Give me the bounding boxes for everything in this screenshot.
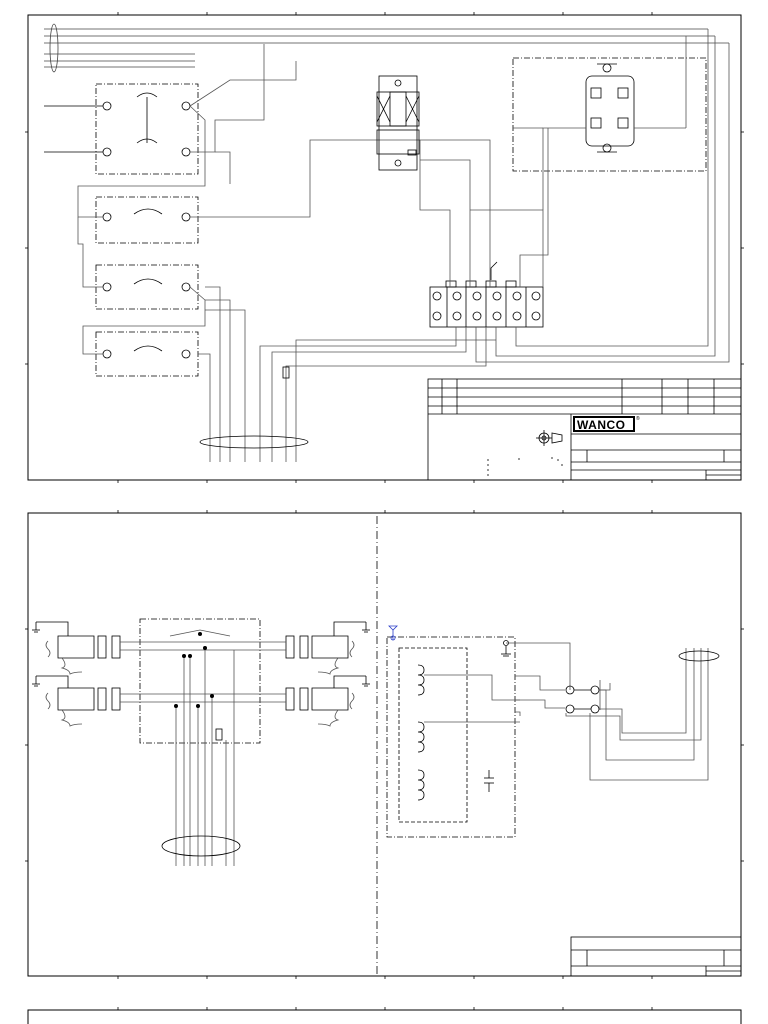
ground-icon	[32, 622, 40, 687]
switch-2	[95, 264, 199, 310]
junction-connectors-left	[36, 621, 121, 727]
contactor	[565, 685, 600, 714]
terminal-block	[429, 261, 544, 328]
title-block-dot-marks	[487, 457, 563, 476]
main-disconnect-switch	[44, 83, 199, 175]
switch-3	[95, 331, 199, 377]
transformer-wiring	[424, 642, 611, 723]
output-wiring	[565, 648, 709, 781]
switch-interconnect-wiring	[77, 44, 420, 355]
sheet-1-border-ticks	[25, 12, 744, 483]
terminal-block-wiring	[198, 29, 730, 462]
sheet-2-title-block	[570, 936, 742, 977]
fuse-icon	[282, 366, 290, 379]
panel-ground-icon	[501, 640, 511, 657]
svg-text:WANCO: WANCO	[577, 418, 626, 432]
sheet-3-panel	[27, 1007, 742, 1024]
sheet-1-title-block	[427, 378, 742, 481]
sheet-2-panel	[25, 510, 744, 979]
duplex-receptacle	[376, 75, 420, 171]
outgoing-cable-bundle	[199, 435, 309, 449]
junction-box	[139, 618, 261, 744]
transformer-panel	[386, 625, 516, 838]
junction-wiring	[120, 629, 286, 866]
sheet-2-border-ticks	[25, 510, 744, 979]
switch-1	[95, 196, 199, 244]
junction-cable-bundle	[161, 835, 241, 857]
fuse-icon	[215, 728, 223, 741]
junction-nodes	[174, 632, 214, 708]
incoming-cable-bundle	[44, 23, 729, 73]
transformer-coil-icon	[417, 664, 425, 801]
wanco-logo: WANCO ®	[573, 415, 640, 432]
projection-symbol-icon	[536, 430, 563, 446]
receptacle-enclosure	[512, 57, 707, 172]
svg-text:®: ®	[636, 415, 640, 422]
output-cable-bundle	[678, 650, 720, 662]
junction-connectors-right	[285, 621, 370, 727]
sheet-1-panel: WANCO ®	[25, 12, 744, 483]
capacitor-icon	[484, 770, 494, 792]
